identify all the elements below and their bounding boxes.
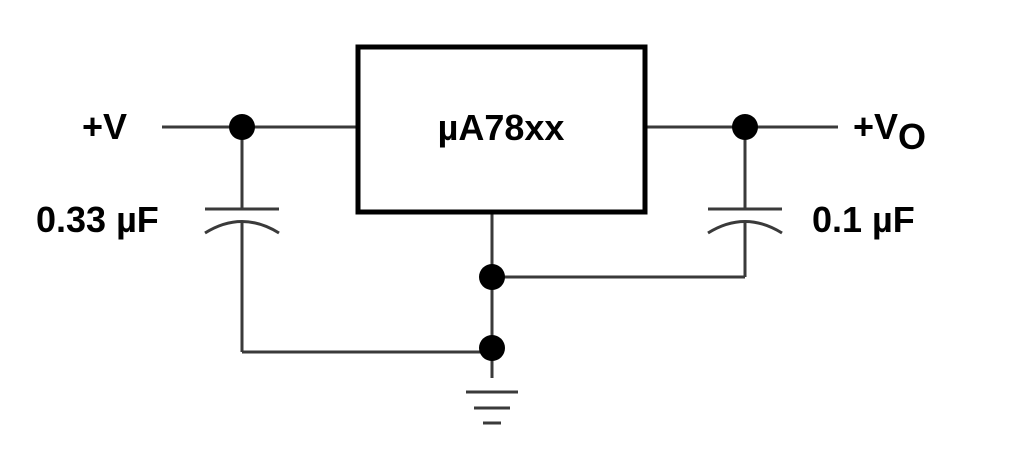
input-cap-curved-plate <box>204 220 280 235</box>
output-voltage-main: +V <box>853 106 898 147</box>
output-ground-junction-dot <box>479 264 505 290</box>
ground-junction-dot <box>479 335 505 361</box>
input-voltage-label: +V <box>82 106 127 147</box>
output-capacitor-label: 0.1 µF <box>812 199 915 240</box>
ground-symbol <box>466 390 518 425</box>
output-voltage-subscript: O <box>898 116 926 157</box>
regulator-box <box>355 44 648 215</box>
regulator-label: µA78xx <box>438 107 565 148</box>
output-junction-dot <box>732 114 758 140</box>
input-capacitor-label: 0.33 µF <box>36 199 159 240</box>
input-junction-dot <box>229 114 255 140</box>
output-cap-curved-plate <box>707 220 783 235</box>
output-voltage-label: +VO <box>853 106 926 157</box>
